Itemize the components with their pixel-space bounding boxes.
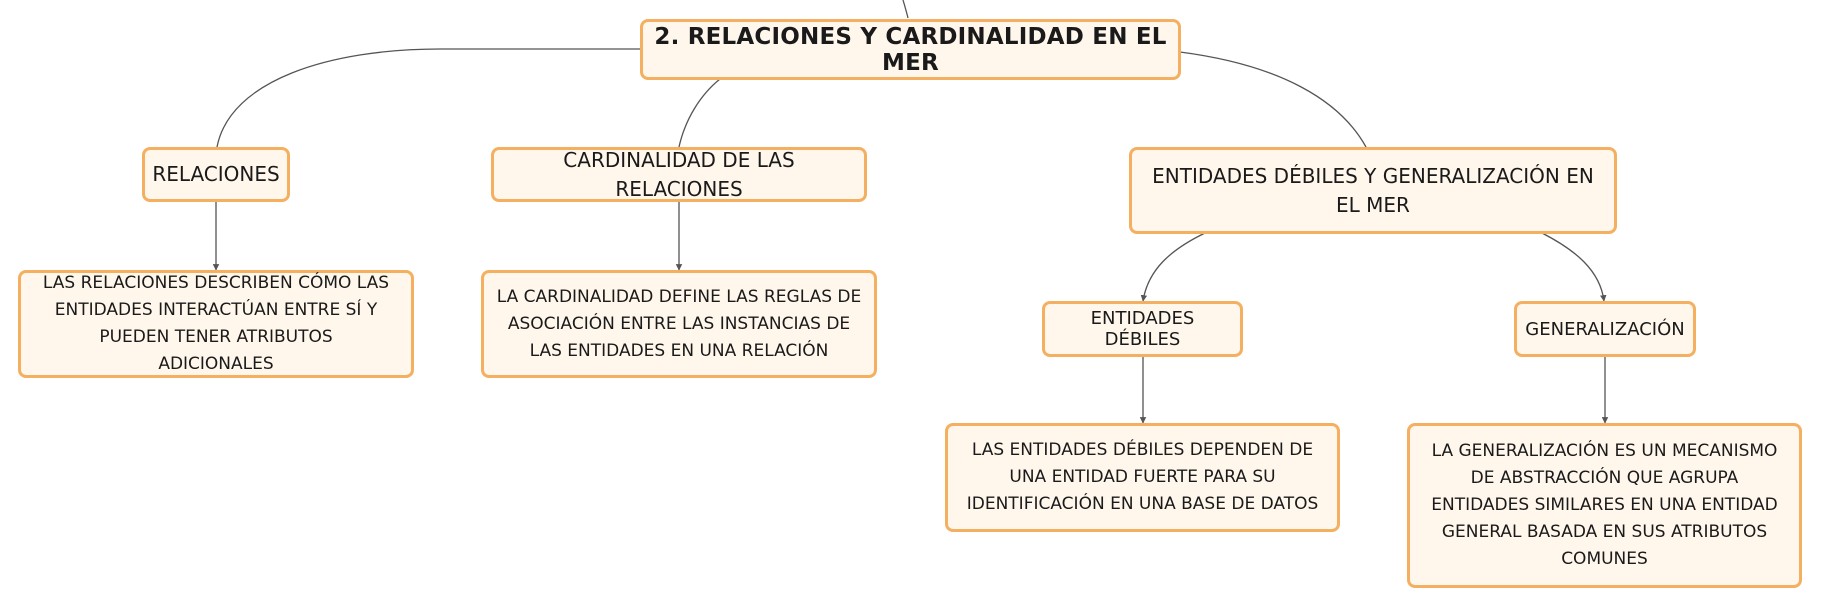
generalizacion-description-text: LA GENERALIZACIÓN ES UN MECANISMO DE ABS…	[1431, 441, 1778, 569]
relaciones-description-node[interactable]: LAS RELACIONES DESCRIBEN CÓMO LAS ENTIDA…	[18, 270, 414, 378]
relaciones-node-label: RELACIONES	[152, 162, 280, 186]
entidades-debiles-node[interactable]: ENTIDADES DÉBILES	[1042, 301, 1243, 357]
cardinalidad-node-label: CARDINALIDAD DE LAS RELACIONES	[563, 147, 795, 201]
entidades-generalizacion-node[interactable]: ENTIDADES DÉBILES Y GENERALIZACIÓN EN EL…	[1129, 147, 1617, 234]
relaciones-node[interactable]: RELACIONES	[142, 147, 290, 202]
cardinalidad-node[interactable]: CARDINALIDAD DE LAS RELACIONES	[491, 147, 867, 202]
generalizacion-node[interactable]: GENERALIZACIÓN	[1514, 301, 1696, 357]
entidades-debiles-description-node[interactable]: LAS ENTIDADES DÉBILES DEPENDEN DE UNA EN…	[945, 423, 1340, 532]
connector-root-to-entidades-generalizacion	[1179, 51, 1367, 148]
connector-root-to-cardinalidad	[678, 78, 721, 148]
entidades-generalizacion-node-label: ENTIDADES DÉBILES Y GENERALIZACIÓN EN EL…	[1152, 163, 1594, 217]
connector-root-to-relaciones	[216, 48, 640, 148]
entidades-debiles-node-label: ENTIDADES DÉBILES	[1090, 308, 1195, 350]
generalizacion-node-label: GENERALIZACIÓN	[1525, 318, 1685, 340]
connector-to-generalizacion	[1541, 232, 1607, 302]
cardinalidad-description-node[interactable]: LA CARDINALIDAD DEFINE LAS REGLAS DE ASO…	[481, 270, 877, 378]
connector-to-entidades-debiles	[1140, 232, 1206, 302]
root-node[interactable]: 2. RELACIONES Y CARDINALIDAD EN EL MER	[640, 19, 1181, 80]
entidades-debiles-description-text: LAS ENTIDADES DÉBILES DEPENDEN DE UNA EN…	[966, 440, 1319, 514]
root-node-label: 2. RELACIONES Y CARDINALIDAD EN EL MER	[654, 23, 1167, 76]
cardinalidad-description-text: LA CARDINALIDAD DEFINE LAS REGLAS DE ASO…	[496, 286, 862, 361]
relaciones-description-text: LAS RELACIONES DESCRIBEN CÓMO LAS ENTIDA…	[42, 273, 390, 374]
generalizacion-description-node[interactable]: LA GENERALIZACIÓN ES UN MECANISMO DE ABS…	[1407, 423, 1802, 588]
connector-parent-to-root	[902, 0, 909, 19]
